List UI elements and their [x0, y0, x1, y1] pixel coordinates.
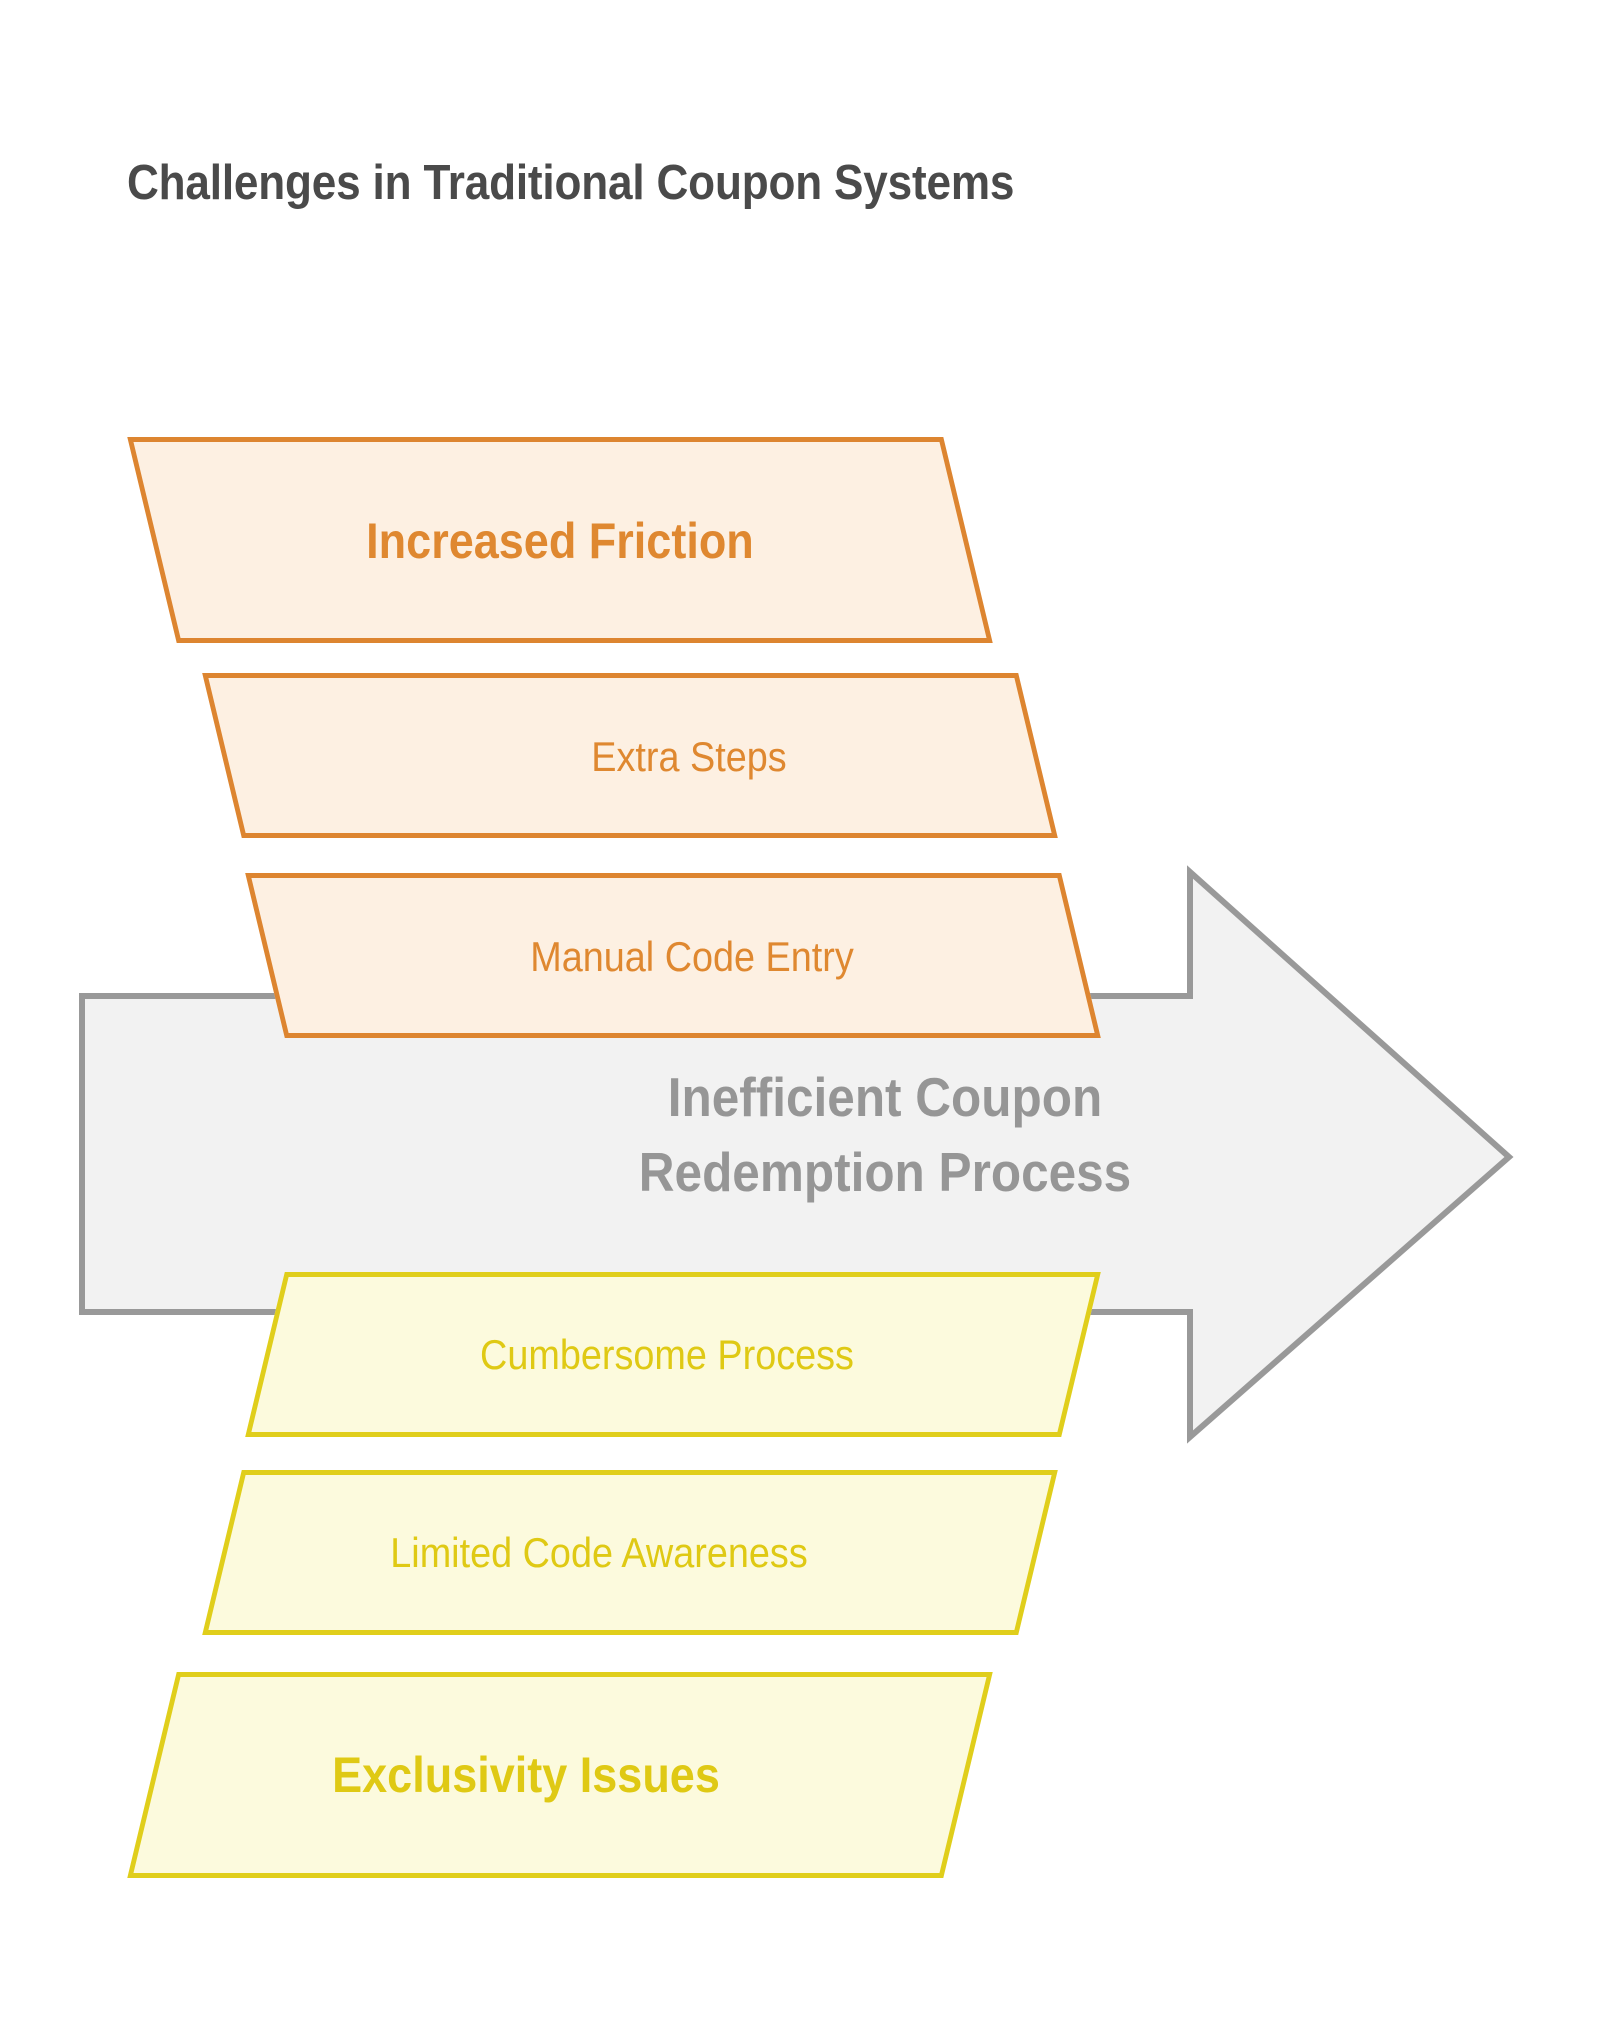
band-extra-steps[interactable]: Extra Steps [202, 673, 1058, 838]
band-label: Manual Code Entry [530, 932, 854, 980]
band-increased-friction[interactable]: Increased Friction [127, 437, 993, 643]
band-label: Cumbersome Process [480, 1330, 854, 1378]
arrow-label: Inefficient Coupon Redemption Process [638, 1066, 1132, 1203]
band-limited-code-awareness[interactable]: Limited Code Awareness [202, 1470, 1058, 1635]
band-cumbersome-process[interactable]: Cumbersome Process [245, 1272, 1101, 1437]
band-label: Extra Steps [591, 732, 787, 780]
band-manual-code-entry[interactable]: Manual Code Entry [245, 873, 1101, 1038]
band-label: Exclusivity Issues [332, 1747, 720, 1803]
band-label: Limited Code Awareness [390, 1528, 808, 1576]
band-exclusivity-issues[interactable]: Exclusivity Issues [127, 1672, 993, 1878]
page-title: Challenges in Traditional Coupon Systems [127, 156, 1015, 210]
band-label: Increased Friction [366, 513, 754, 569]
